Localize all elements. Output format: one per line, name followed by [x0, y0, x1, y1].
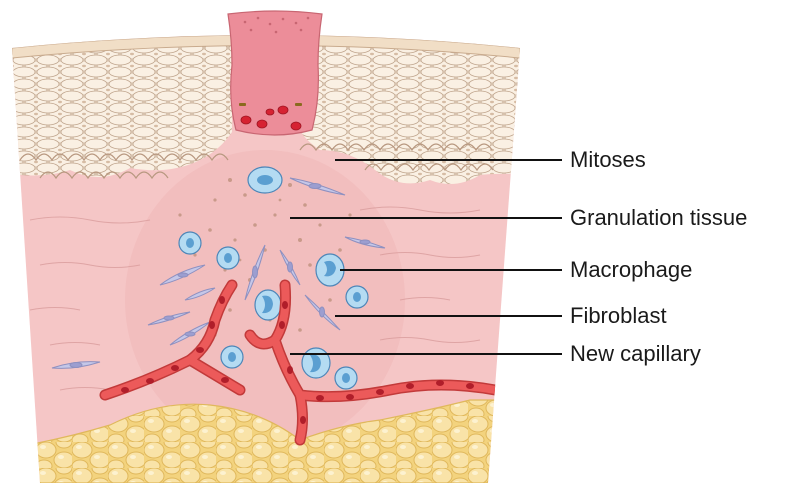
label-macrophage: Macrophage	[570, 259, 692, 281]
epidermis-right	[300, 40, 803, 185]
label-granulation-tissue: Granulation tissue	[570, 207, 747, 229]
label-new-capillary: New capillary	[570, 343, 701, 365]
scab	[228, 11, 322, 135]
label-mitoses: Mitoses	[570, 149, 646, 171]
label-fibroblast: Fibroblast	[570, 305, 667, 327]
epidermis-left	[0, 40, 232, 177]
